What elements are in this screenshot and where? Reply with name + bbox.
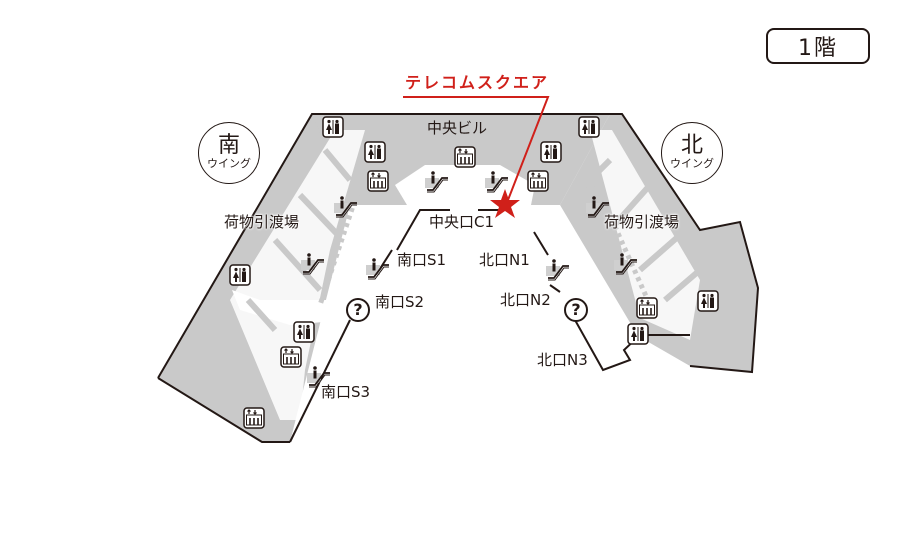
south-wing-badge: 南 ウイング — [198, 122, 260, 184]
exit-n3-label[interactable]: 北口N3 — [537, 351, 588, 369]
south-wing-char: 南 — [217, 133, 240, 159]
south-wing-sub: ウイング — [207, 157, 251, 171]
baggage-claim-south-label: 荷物引渡場 — [224, 213, 300, 231]
exit-s1-label[interactable]: 南口S1 — [397, 251, 447, 269]
exit-s3-label[interactable]: 南口S3 — [321, 383, 371, 401]
highlight-star — [490, 189, 520, 218]
baggage-claim-north-label: 荷物引渡場 — [604, 213, 680, 231]
north-wing-char: 北 — [680, 133, 703, 159]
exit-s2-label[interactable]: 南口S2 — [375, 293, 425, 311]
outline-south-bottom — [157, 377, 290, 443]
exit-n1-label[interactable]: 北口N1 — [479, 251, 530, 269]
highlight-leader-line — [403, 96, 550, 201]
exit-c1-label[interactable]: 中央口C1 — [429, 213, 495, 231]
information-south-icon[interactable]: ? — [346, 298, 370, 322]
north-wing-badge: 北 ウイング — [661, 122, 723, 184]
exit-n2-label[interactable]: 北口N2 — [500, 291, 551, 309]
outline-top — [157, 113, 760, 379]
central-building-label: 中央ビル — [427, 119, 488, 137]
north-wing-sub: ウイング — [670, 157, 714, 171]
telecom-square-label[interactable]: テレコムスクエア — [405, 73, 550, 92]
information-north-icon[interactable]: ? — [564, 298, 588, 322]
floor-indicator: 1階 — [766, 28, 870, 64]
